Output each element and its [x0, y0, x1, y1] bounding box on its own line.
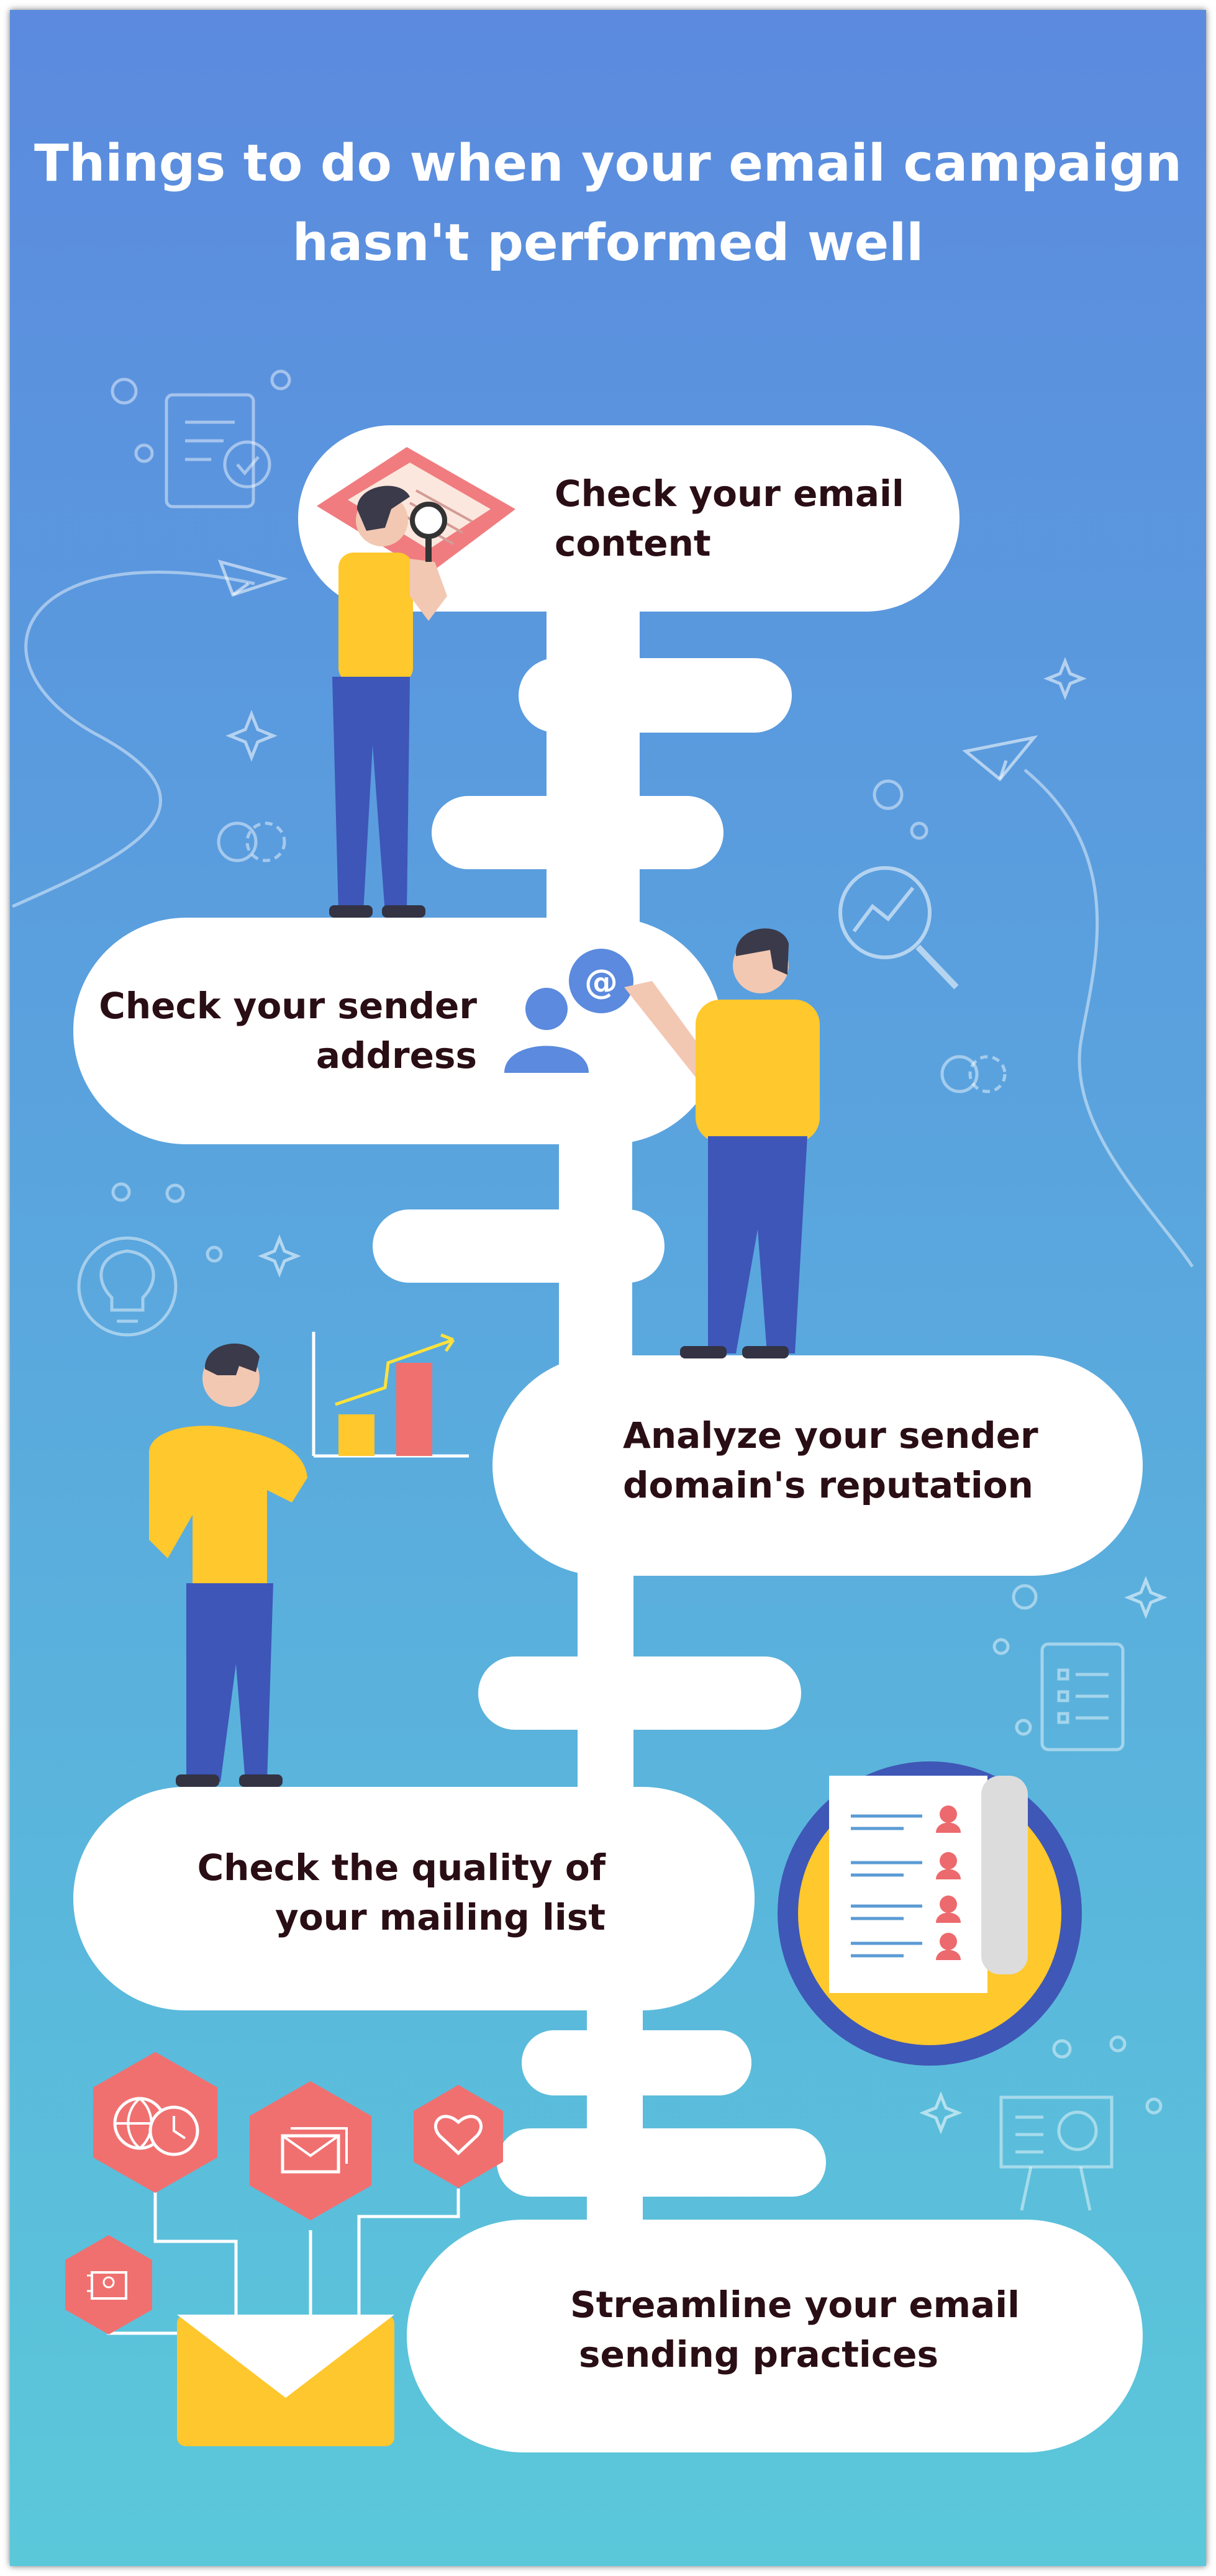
step-4-label: Check the quality of your mailing list	[149, 1843, 606, 1942]
domain-reputation-illustration	[149, 1332, 469, 1787]
envelope-icon	[177, 2315, 394, 2446]
heart-hex-icon	[414, 2085, 503, 2188]
man-reading-illustration	[317, 447, 515, 918]
document-check-icon	[165, 393, 271, 508]
sending-practices-illustration	[65, 2052, 503, 2446]
lightbulb-icon	[77, 1236, 178, 1337]
step-1-line-2: content	[555, 522, 711, 564]
decorative-line-art	[11, 369, 1194, 2115]
at-sign-icon	[569, 949, 633, 1013]
at-sign-label: @	[584, 962, 618, 1001]
step-2-line-1: Check your sender	[99, 985, 477, 1027]
presentation-board-icon	[999, 2095, 1114, 2211]
step-3-label: Analyze your sender domain's reputation	[623, 1411, 1038, 1510]
step-1-label: Check your email content	[555, 469, 904, 568]
step-5-line-1: Streamline your email	[570, 2284, 1020, 2326]
connector-path	[373, 590, 826, 2235]
sparkle-icons	[225, 657, 1168, 2135]
step-1-line-1: Check your email	[555, 472, 904, 515]
title-line-2: hasn't performed well	[292, 214, 924, 273]
checklist-scroll-icon	[1040, 1642, 1125, 1751]
mailing-list-illustration	[778, 1761, 1082, 2066]
paper-plane-icon	[217, 559, 1038, 782]
title-line-1: Things to do when your email campaign	[34, 134, 1182, 193]
chart-bar-small	[338, 1414, 374, 1456]
chart-bar-large	[396, 1363, 432, 1456]
contact-card-hex-icon	[65, 2235, 152, 2334]
rings-icon	[217, 821, 1007, 1093]
step-3-line-1: Analyze your sender	[623, 1414, 1038, 1457]
step-4-line-1: Check the quality of	[197, 1846, 606, 1889]
step-cards	[73, 425, 1143, 2452]
step-2-label: Check your sender address	[93, 981, 477, 1080]
analytics-magnifier-icon	[838, 866, 959, 990]
step-3-line-2: domain's reputation	[623, 1464, 1033, 1506]
step-4-line-2: your mailing list	[275, 1896, 606, 1938]
sender-address-illustration: @	[504, 928, 820, 1358]
step-2-line-2: address	[315, 1034, 477, 1077]
page-title: Things to do when your email campaign ha…	[0, 124, 1216, 283]
step-5-line-2: sending practices	[579, 2333, 939, 2375]
mail-stack-hex-icon	[250, 2081, 371, 2220]
globe-clock-hex-icon	[93, 2052, 217, 2193]
step-5-label: Streamline your email sending practices	[570, 2280, 1020, 2379]
